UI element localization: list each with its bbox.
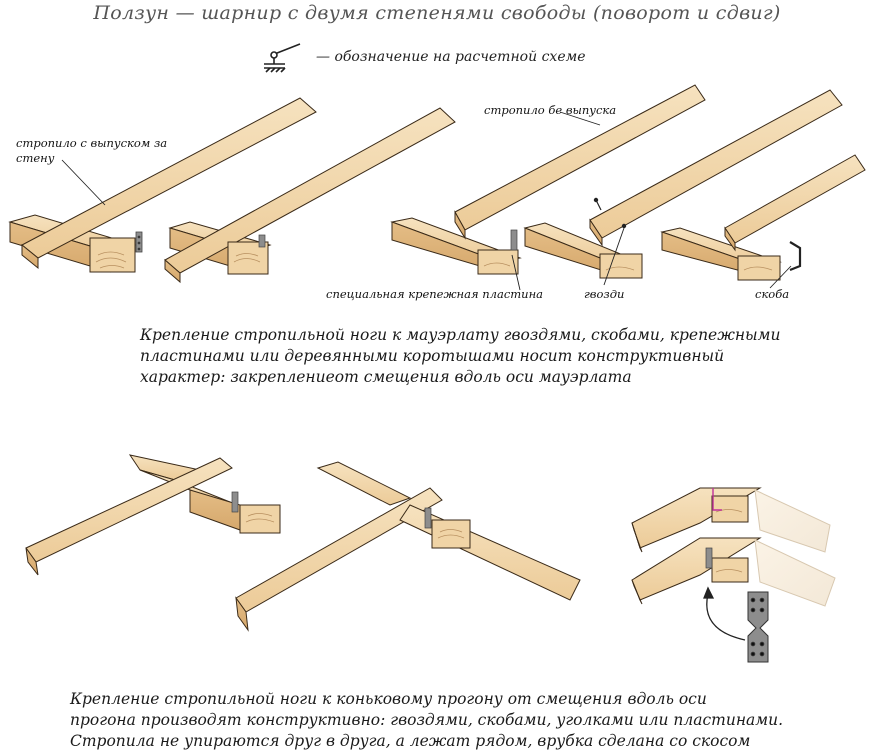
top-rafter-5: [660, 154, 866, 281]
top-rafter-2: [164, 107, 456, 284]
caption-top: Крепление стропильной ноги к мауэрлату г…: [140, 325, 781, 388]
caption-top-line1: Крепление стропильной ноги к мауэрлату г…: [140, 326, 781, 344]
ridge-joint-2: [235, 461, 581, 632]
caption-top-line3: характер: закреплениеот смещения вдоль о…: [140, 368, 632, 386]
caption-bottom-line1: Крепление стропильной ноги к коньковому …: [70, 690, 707, 708]
top-rafter-3: [390, 84, 706, 275]
plate-icon: [135, 231, 143, 253]
label-rafter-no-overhang: стропило бе выпуска: [484, 103, 617, 117]
caption-bottom-line2: прогона производят конструктивно: гвоздя…: [70, 711, 784, 729]
special-plate-icon: [747, 591, 769, 663]
top-rafter-1: [8, 97, 317, 273]
caption-top-line2: пластинами или деревянными коротышами но…: [140, 347, 725, 365]
curved-arrow-icon: [703, 586, 746, 641]
ridge-joint-3: [631, 487, 831, 553]
label-special-plate: специальная крепежная пластина: [326, 287, 544, 301]
label-nails: гвозди: [584, 287, 625, 301]
ridge-joint-1: [25, 454, 281, 576]
leader-lines-top: [61, 111, 792, 291]
label-rafter-overhang-line2: стену: [16, 151, 55, 165]
nail-icon: [593, 197, 627, 229]
ridge-joint-4: [631, 537, 836, 607]
diagram-title: Ползун — шарнир с двумя степенями свобод…: [93, 2, 781, 24]
legend-text: — обозначение на расчетной схеме: [316, 49, 586, 65]
label-rafter-overhang-line1: стропило с выпуском за: [16, 136, 168, 150]
top-rafter-4: [523, 89, 843, 279]
slider-symbol-icon: [264, 43, 301, 73]
caption-bottom: Крепление стропильной ноги к коньковому …: [70, 689, 783, 752]
label-bracket: скоба: [755, 287, 790, 301]
caption-bottom-line3: Стропила не упираются друг в друга, а ле…: [70, 732, 751, 750]
bracket-icon: [789, 241, 802, 272]
